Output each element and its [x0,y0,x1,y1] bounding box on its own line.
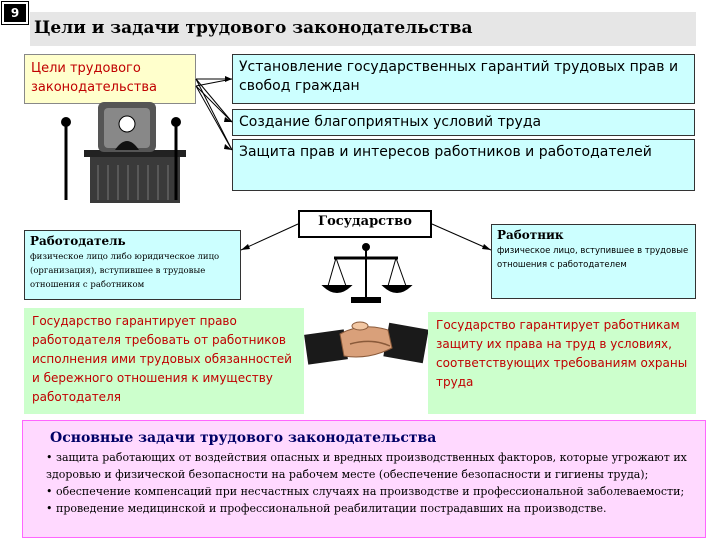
state-box: Государство [298,210,432,238]
goal-item-3: Защита прав и интересов работников и раб… [232,139,695,191]
goals-label-box: Цели трудового законодательства [24,54,196,104]
employer-box: Работодатель физическое лицо либо юридич… [24,230,241,300]
goal-item-1: Установление государственных гарантий тр… [232,54,695,104]
task-item: • проведение медицинской и профессиональ… [46,502,607,515]
slide-number: 9 [1,1,29,25]
employer-title: Работодатель [30,234,126,248]
tasks-title: Основные задачи трудового законодательст… [50,430,437,446]
title-bar [30,12,696,46]
goal-arrows [195,78,233,151]
state-arrows [240,223,492,251]
employer-description: физическое лицо либо юридическое лицо (о… [30,252,220,290]
worker-box: Работник физическое лицо, вступившее в т… [491,224,696,299]
slide-title: Цели и задачи трудового законодательства [34,18,473,38]
handshake-illustration [304,321,429,365]
task-item: • обеспечение компенсаций при несчастных… [46,485,685,498]
goal-item-2: Создание благоприятных условий труда [232,109,695,136]
tasks-list: • защита работающих от воздействия опасн… [46,449,700,517]
scales-illustration [321,243,413,303]
judge-illustration [61,102,186,203]
worker-description: физическое лицо, вступившее в трудовые о… [497,246,689,270]
task-item: • защита работающих от воздействия опасн… [46,451,687,481]
employer-guarantee: Государство гарантирует право работодате… [24,308,304,414]
worker-title: Работник [497,228,564,242]
worker-guarantee: Государство гарантирует работникам защит… [428,312,696,414]
tasks-panel [22,420,706,538]
